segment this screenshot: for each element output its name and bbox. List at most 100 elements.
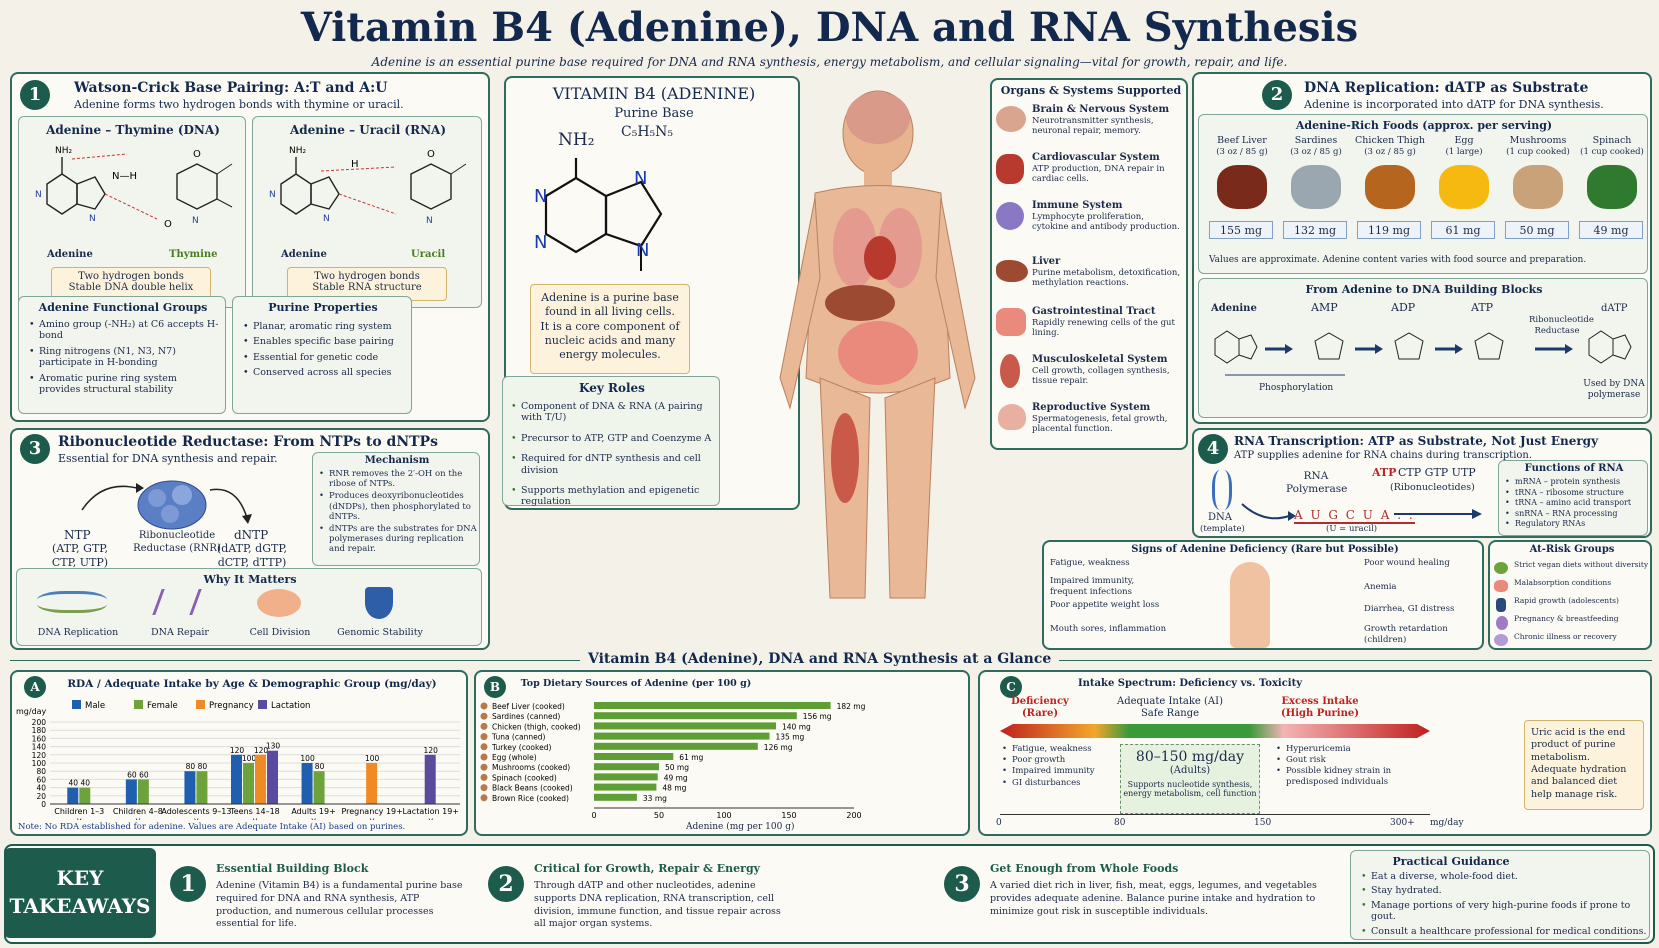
takeaway-item: 1 Essential Building Block Adenine (Vita… [170, 852, 470, 938]
data-label: 80 [186, 762, 196, 771]
takeaway-number: 1 [170, 866, 206, 902]
legend-label: Lactation [271, 701, 310, 711]
organ-desc: Neurotransmitter synthesis, neuronal rep… [1032, 116, 1154, 136]
data-label: 40 [81, 779, 91, 788]
purine-properties-title: Purine Properties [268, 301, 378, 314]
list-item: Regulatory RNAs [1505, 519, 1647, 529]
at-structure-icon: NH₂ N N N—H O O N [35, 146, 233, 230]
panel-sources-chart: B Top Dietary Sources of Adenine (per 10… [474, 670, 970, 836]
data-label: 100 [365, 754, 380, 763]
why-item: DNA Repair [151, 627, 209, 638]
bar [184, 771, 196, 804]
food-value: 61 mg [1431, 221, 1495, 239]
food-card: Mushrooms (1 cup cooked) 50 mg [1503, 135, 1573, 253]
list-item: mRNA – protein synthesis [1505, 477, 1647, 487]
bar [125, 779, 137, 804]
at-note-line2: Stable DNA double helix [68, 282, 194, 293]
takeaway-title: Critical for Growth, Repair & Energy [534, 862, 761, 875]
category-label: Spinach (cooked) [492, 773, 557, 782]
list-item: Aromatic purine ring system provides str… [29, 373, 219, 396]
dntp-list: (dATP, dGTP, dCTP, dTTP) [216, 542, 287, 569]
data-label: 126 mg [764, 743, 793, 752]
glance-title: Vitamin B4 (Adenine), DNA and RNA Synthe… [580, 651, 1060, 667]
list-item: Planar, aromatic ring system [243, 321, 408, 333]
why-item: DNA Replication [37, 627, 119, 638]
rna-functions-title: Functions of RNA [1524, 463, 1624, 474]
x-tick-label: Adolescents 9–13 [161, 807, 231, 816]
data-label: 80 [315, 762, 325, 771]
muscle-icon [1000, 354, 1020, 388]
legend-swatch [72, 700, 81, 709]
rna-functions-list: mRNA – protein synthesis tRNA – ribosome… [1505, 477, 1647, 533]
guidance-list: Eat a diverse, whole-food diet. Stay hyd… [1361, 871, 1649, 941]
au-title: Adenine – Uracil (RNA) [289, 123, 447, 137]
food-serving: (1 cup cooked) [1506, 147, 1570, 157]
functional-groups-title: Adenine Functional Groups [38, 301, 208, 314]
food-image-icon [1365, 165, 1415, 209]
list-item: snRNA – RNA processing [1505, 509, 1647, 519]
panel-intake-spectrum: C Intake Spectrum: Deficiency vs. Toxici… [978, 670, 1652, 836]
svg-text:O: O [193, 149, 201, 160]
risk-text: Chronic illness or recovery [1514, 632, 1617, 641]
food-name: Beef Liver [1217, 135, 1267, 146]
food-serving: (3 oz / 85 g) [1216, 147, 1268, 157]
bar [67, 787, 79, 804]
panel-letter: A [24, 676, 46, 698]
food-thumb-icon [480, 702, 488, 710]
ntp-list: (ATP, GTP, CTP, UTP) [51, 542, 109, 569]
nh2-label: NH₂ [558, 130, 595, 150]
list-item: Component of DNA & RNA (A pairing with T… [511, 401, 716, 424]
y-tick-label: 180 [32, 726, 47, 735]
legend-swatch [196, 700, 205, 709]
data-label: 40 [69, 779, 79, 788]
food-serving: (1 large) [1445, 147, 1483, 157]
list-item: Growth retardation (children) [1364, 624, 1448, 645]
svg-text:N: N [634, 168, 647, 189]
svg-text:O: O [164, 219, 172, 230]
bar [594, 702, 831, 709]
x-tick-label: Adults 19+ [291, 807, 335, 816]
x-tick-label: 200 [846, 811, 861, 820]
deficiency-label: Deficiency [1011, 696, 1069, 707]
y-tick-label: 120 [32, 751, 47, 760]
list-item: Diarrhea, GI distress [1364, 604, 1455, 614]
takeaway-item: 2 Critical for Growth, Repair & Energy T… [488, 852, 788, 938]
category-label: Egg (whole) [492, 753, 537, 762]
at-risk-list: Strict vegan diets without diversity Mal… [1494, 560, 1650, 650]
rna-polymerase-label: RNA Polymerase [1286, 470, 1348, 496]
y-tick-label: 200 [32, 718, 47, 727]
pathway-box: From Adenine to DNA Building Blocks Aden… [1198, 278, 1648, 418]
path-adp-label: ADP [1391, 301, 1416, 314]
bar [267, 750, 278, 804]
data-label: 156 mg [803, 712, 832, 721]
at-note: Two hydrogen bonds Stable DNA double hel… [51, 267, 211, 301]
takeaway-text: Through dATP and other nucleotides, aden… [534, 880, 781, 930]
x-tick-label: Children 1–3 [54, 807, 104, 816]
food-image-icon [1587, 165, 1637, 209]
deficiency-items: Fatigue, weakness Poor growth Impaired i… [1002, 744, 1112, 792]
why-item: Cell Division [249, 627, 311, 638]
adenine-molecule-icon: N N N N [534, 158, 663, 271]
purine-base-label: Purine Base [614, 106, 694, 121]
adenine-description: Adenine is a purine base found in all li… [530, 284, 690, 374]
y-tick-label: 140 [32, 743, 47, 752]
x-tick-label: Pregnancy 19+ [341, 807, 402, 816]
intestine-icon [1494, 580, 1508, 592]
data-label: 61 mg [679, 753, 703, 762]
svg-text:N: N [636, 240, 649, 261]
pathway-diagram [1214, 330, 1632, 376]
list-item: Required for dNTP synthesis and cell div… [511, 453, 716, 476]
list-item: Strict vegan diets without diversity [1494, 560, 1650, 578]
list-item: Fatigue, weakness [1002, 744, 1112, 754]
food-value: 49 mg [1579, 221, 1643, 239]
bar [79, 787, 91, 804]
organ-name: Reproductive System [1032, 402, 1151, 413]
x-tick-label: y [428, 816, 433, 820]
svg-text:N: N [89, 214, 96, 224]
bar [594, 783, 657, 791]
list-item: Possible kidney strain in predisposed in… [1276, 766, 1396, 786]
key-takeaways-badge: KEY TAKEAWAYS [4, 848, 156, 938]
uric-acid-note: Uric acid is the end product of purine m… [1524, 720, 1644, 810]
